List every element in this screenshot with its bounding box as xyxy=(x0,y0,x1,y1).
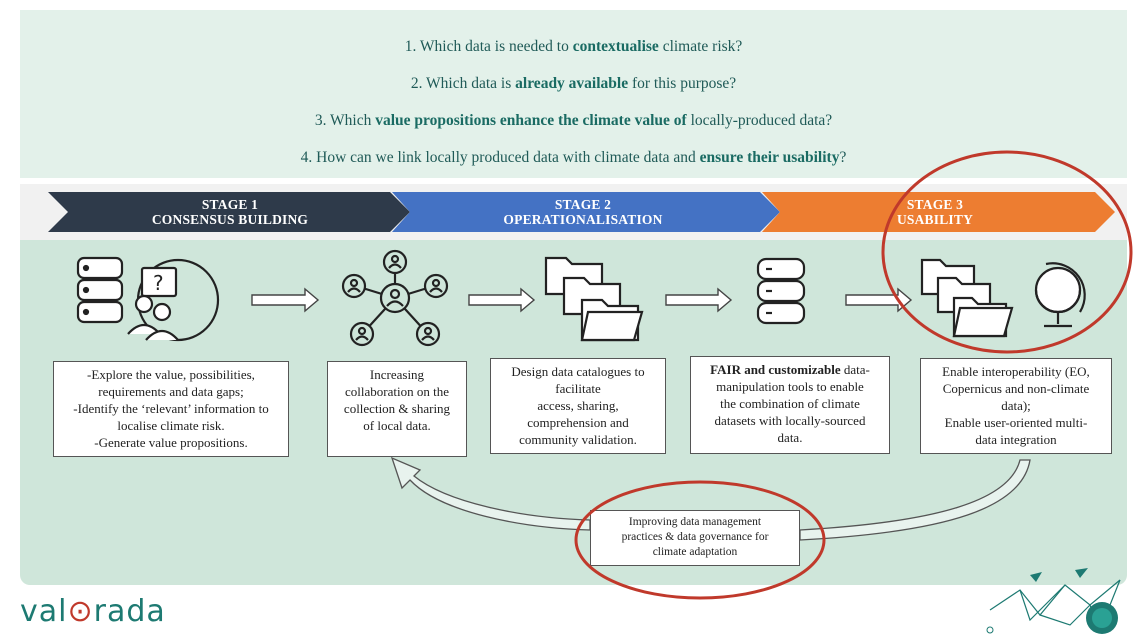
feedback-arrow-left xyxy=(390,456,591,531)
feedback-box: Improving data management practices & da… xyxy=(590,510,800,566)
database-question-icon: ? xyxy=(76,256,220,342)
question-2: 2. Which data is already available for t… xyxy=(410,75,737,92)
flow-arrows xyxy=(251,287,913,313)
interoperability-box: Enable interoperability (EO, Copernicus … xyxy=(920,358,1112,454)
question-1: 1. Which data is needed to contextualise… xyxy=(404,38,743,55)
stage1-description-box: -Explore the value, possibilities, requi… xyxy=(53,361,289,457)
database-icon xyxy=(756,257,806,325)
folders-globe-icon xyxy=(920,258,1086,338)
network-people-icon xyxy=(341,249,449,347)
stage-arrows xyxy=(48,192,1115,232)
catalogues-box: Design data catalogues to facilitate acc… xyxy=(490,358,666,454)
stage-1-chevron xyxy=(48,192,410,232)
collaboration-box: Increasing collaboration on the collecti… xyxy=(327,361,467,457)
svg-text:?: ? xyxy=(153,271,164,295)
stage-2-chevron xyxy=(392,192,780,232)
valorada-logo: val⊙rada xyxy=(20,594,166,629)
decorative-network-graphic xyxy=(986,568,1121,634)
question-3: 3. Which value propositions enhance the … xyxy=(314,112,833,129)
folders-icon xyxy=(544,256,644,342)
flow-arrow-4 xyxy=(845,287,913,313)
flow-arrow-2 xyxy=(468,287,536,313)
flow-arrow-1 xyxy=(251,287,320,313)
stage-3-chevron xyxy=(762,192,1115,232)
question-4: 4. How can we link locally produced data… xyxy=(300,149,847,166)
questions-panel xyxy=(20,10,1127,178)
feedback-highlight-ellipse xyxy=(574,480,826,600)
stage3-highlight-ellipse xyxy=(881,150,1133,354)
flow-arrow-3 xyxy=(665,287,733,313)
fair-tools-box: FAIR and customizable data- manipulation… xyxy=(690,356,890,454)
